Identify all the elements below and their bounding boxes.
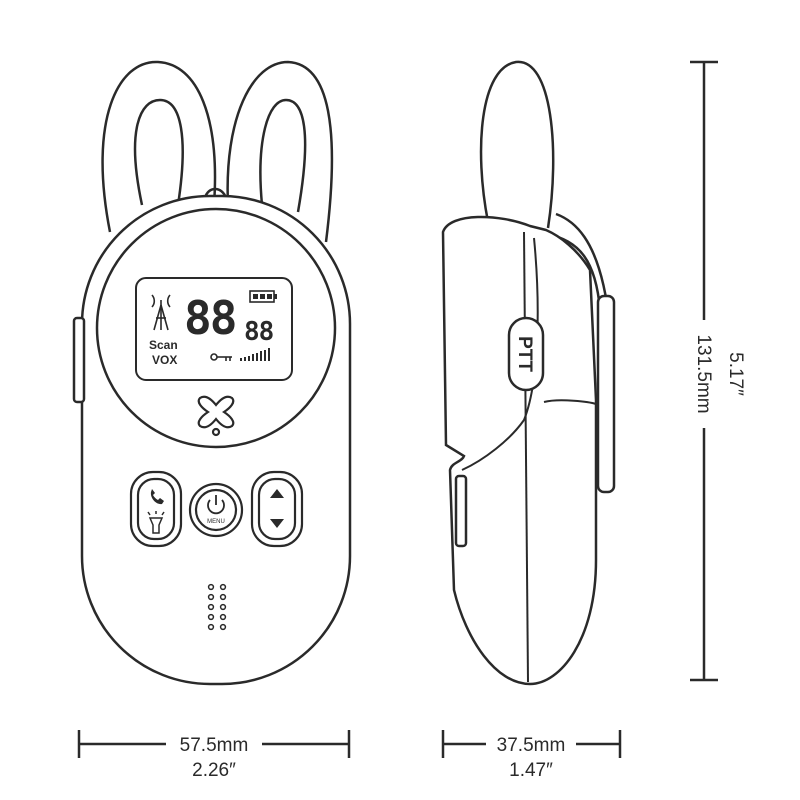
side-front-seam <box>461 237 539 471</box>
left-ear-inner <box>133 98 184 206</box>
power-icon <box>207 495 225 515</box>
side-body-outline <box>441 215 598 686</box>
phone-icon <box>150 489 164 505</box>
side-back-seam <box>543 399 597 405</box>
lcd-sub-digits: 88 <box>244 317 274 347</box>
up-arrow-icon <box>270 489 284 498</box>
side-button <box>454 474 468 548</box>
power-menu-button: MENU <box>188 482 244 538</box>
belt-clip-tab <box>596 294 616 494</box>
front-view <box>72 60 352 686</box>
right-ear-inner <box>259 98 307 213</box>
depth-in-label: 1.47″ <box>509 760 553 781</box>
front-body-outline <box>80 194 352 686</box>
down-arrow-icon <box>270 519 284 528</box>
x-logo-icon <box>197 395 235 437</box>
flashlight-icon <box>147 511 165 534</box>
width-in-label: 2.26″ <box>192 760 236 781</box>
lcd-contents: 88 88 Scan VOX <box>149 290 277 367</box>
call-flashlight-button <box>129 470 183 548</box>
lcd-screen <box>135 277 293 381</box>
left-ear-outer <box>101 60 217 233</box>
front-buttons: MENU <box>129 470 304 548</box>
ptt-button[interactable] <box>507 316 545 392</box>
key-icon <box>210 353 232 361</box>
height-dimension <box>690 60 718 682</box>
lcd-vox-label: VOX <box>152 353 177 367</box>
side-view <box>441 60 616 686</box>
depth-mm-label: 37.5mm <box>497 735 566 756</box>
width-dimension <box>77 730 351 758</box>
height-mm-label: 131.5mm <box>693 334 714 413</box>
signal-strength-icon <box>240 348 270 361</box>
side-center-seam <box>523 231 529 683</box>
lcd-scan-label: Scan <box>149 338 178 352</box>
menu-label: MENU <box>207 519 225 525</box>
speaker-grille <box>207 583 227 631</box>
lcd-channel-digits: 88 <box>184 291 235 345</box>
right-ear-outer <box>226 60 334 243</box>
volume-up-down-button <box>250 470 304 548</box>
bunny-ears <box>101 60 334 243</box>
ptt-label: PTT <box>514 336 535 372</box>
antenna-tower-icon <box>151 294 171 331</box>
height-in-label: 5.17″ <box>725 352 746 396</box>
front-side-button <box>72 316 86 404</box>
face-circle <box>95 207 337 449</box>
side-ear <box>479 60 555 229</box>
battery-icon <box>249 290 277 303</box>
width-mm-label: 57.5mm <box>180 735 249 756</box>
depth-dimension <box>441 730 622 758</box>
